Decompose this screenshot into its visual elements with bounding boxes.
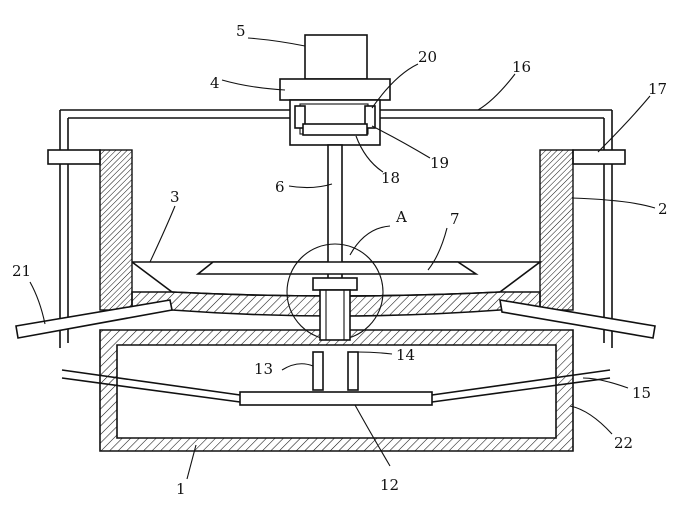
spreading-disc-7: [195, 261, 479, 275]
side-wall-right: [539, 149, 574, 311]
label-19: 19: [430, 154, 449, 172]
chute-21-right: [499, 299, 656, 339]
side-wall-left: [99, 149, 133, 311]
chute-21-left: [15, 299, 173, 339]
label-6: 6: [275, 178, 285, 196]
label-14: 14: [396, 346, 415, 364]
support-bar-12: [239, 391, 433, 406]
label-17: 17: [648, 80, 667, 98]
clamp-20-right: [364, 105, 376, 129]
bracket-17-right: [572, 149, 626, 165]
rod-14: [347, 351, 359, 391]
label-20: 20: [418, 48, 437, 66]
label-3: 3: [170, 188, 180, 206]
label-15: 15: [632, 384, 651, 402]
lift-cylinder: [319, 289, 351, 341]
label-21: 21: [12, 262, 31, 280]
label-16: 16: [512, 58, 531, 76]
tie-rod-15-left: [61, 369, 241, 403]
cylinder-rods: [325, 290, 345, 340]
label-18: 18: [381, 169, 400, 187]
label-4: 4: [210, 74, 220, 92]
base-box-1: [99, 329, 574, 452]
leader-lines: [29, 37, 656, 480]
label-22: 22: [614, 434, 633, 452]
label-1: 1: [176, 480, 186, 498]
bracket-17-left: [47, 149, 101, 165]
rod-13: [312, 351, 324, 391]
lift-coupling: [312, 277, 358, 291]
clamp-20-left: [294, 105, 306, 129]
frame-16: [59, 109, 613, 348]
label-7: 7: [450, 210, 460, 228]
tie-rod-15-right: [431, 369, 611, 403]
label-12: 12: [380, 476, 399, 494]
motor-mount-4: [279, 78, 391, 101]
label-a: A: [395, 208, 407, 226]
motor-5: [304, 34, 368, 80]
shaft-6: [327, 144, 343, 281]
label-2: 2: [658, 200, 668, 218]
slider-18: [302, 123, 368, 136]
label-13: 13: [254, 360, 273, 378]
label-5: 5: [236, 22, 246, 40]
